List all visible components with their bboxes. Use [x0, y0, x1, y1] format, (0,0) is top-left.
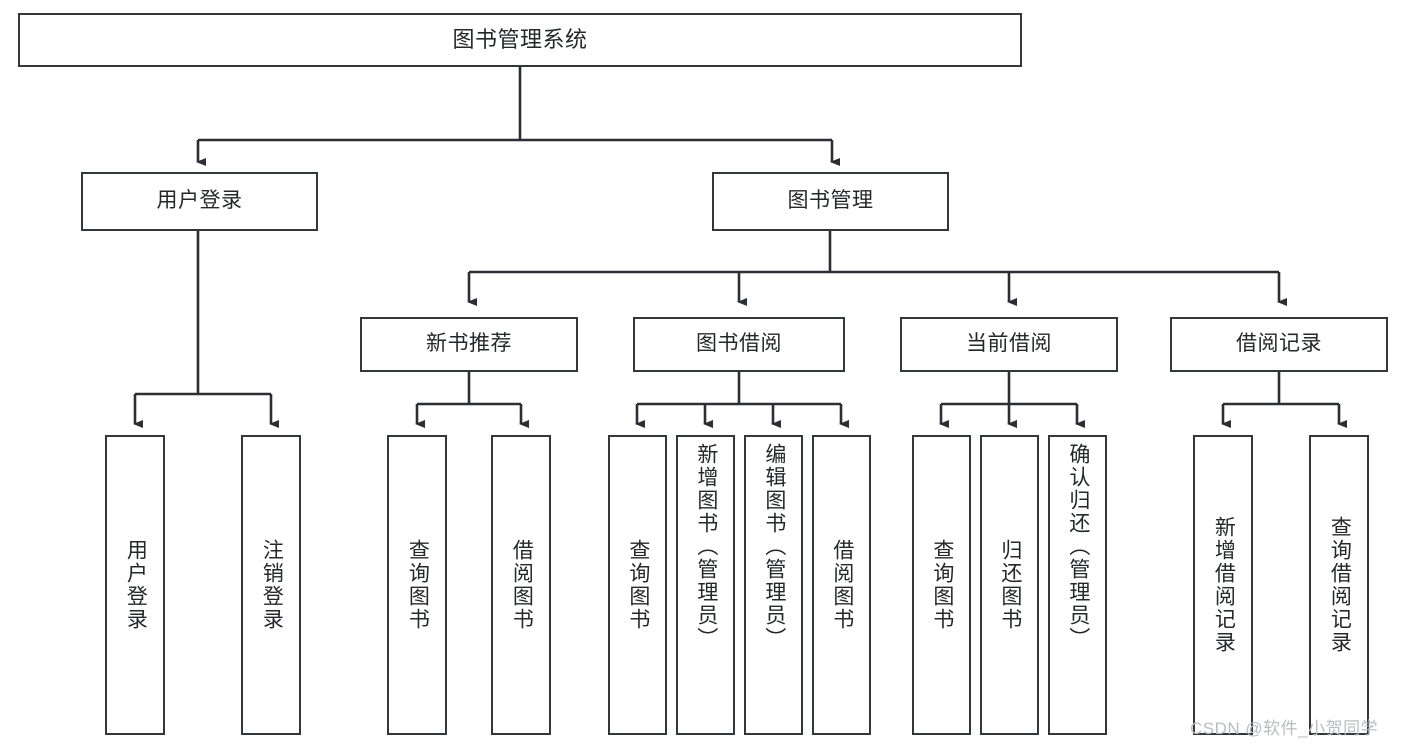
- node-leaf-return-book-label: 归还图书: [998, 539, 1022, 631]
- node-leaf-add-book-label: 新增图书（管理员）: [694, 443, 718, 650]
- node-leaf-return-book[interactable]: 归还图书: [980, 435, 1039, 735]
- node-borrow-record-label: 借阅记录: [1236, 332, 1322, 356]
- node-book-manage-label: 图书管理: [787, 189, 874, 213]
- node-leaf-query-book-3[interactable]: 查询图书: [912, 435, 971, 735]
- node-leaf-query-book-1-label: 查询图书: [406, 539, 430, 631]
- node-leaf-query-record-label: 查询借阅记录: [1328, 516, 1352, 654]
- node-leaf-borrow-book-1-label: 借阅图书: [510, 539, 534, 631]
- node-leaf-add-record[interactable]: 新增借阅记录: [1193, 435, 1253, 735]
- node-user-login-label: 用户登录: [156, 189, 243, 213]
- node-leaf-query-book-2[interactable]: 查询图书: [608, 435, 667, 735]
- node-leaf-user-logout-label: 注销登录: [260, 539, 284, 631]
- node-leaf-query-record[interactable]: 查询借阅记录: [1309, 435, 1369, 735]
- node-leaf-confirm-return[interactable]: 确认归还（管理员）: [1048, 435, 1107, 735]
- node-leaf-query-book-2-label: 查询图书: [626, 539, 650, 631]
- node-leaf-add-book[interactable]: 新增图书（管理员）: [676, 435, 735, 735]
- node-user-login[interactable]: 用户登录: [81, 172, 318, 231]
- node-leaf-borrow-book-2[interactable]: 借阅图书: [812, 435, 871, 735]
- node-leaf-borrow-book-2-label: 借阅图书: [830, 539, 854, 631]
- node-root[interactable]: 图书管理系统: [18, 13, 1022, 67]
- node-leaf-borrow-book-1[interactable]: 借阅图书: [491, 435, 551, 735]
- node-leaf-edit-book-label: 编辑图书（管理员）: [762, 443, 786, 650]
- node-root-label: 图书管理系统: [452, 27, 588, 53]
- node-leaf-edit-book[interactable]: 编辑图书（管理员）: [744, 435, 803, 735]
- node-book-borrow[interactable]: 图书借阅: [633, 317, 845, 372]
- node-borrow-record[interactable]: 借阅记录: [1170, 317, 1388, 372]
- node-current-borrow[interactable]: 当前借阅: [900, 317, 1118, 372]
- node-current-borrow-label: 当前借阅: [966, 332, 1052, 356]
- node-leaf-user-login-label: 用户登录: [124, 539, 148, 631]
- node-leaf-user-logout[interactable]: 注销登录: [241, 435, 301, 735]
- node-book-borrow-label: 图书借阅: [696, 332, 782, 356]
- node-leaf-user-login[interactable]: 用户登录: [105, 435, 165, 735]
- watermark: CSDN @软件_小贺同学: [1190, 719, 1379, 738]
- node-book-manage[interactable]: 图书管理: [712, 172, 949, 231]
- node-leaf-query-book-1[interactable]: 查询图书: [387, 435, 447, 735]
- node-leaf-confirm-return-label: 确认归还（管理员）: [1066, 443, 1090, 650]
- node-new-book-recommend[interactable]: 新书推荐: [360, 317, 578, 372]
- node-new-book-recommend-label: 新书推荐: [426, 332, 512, 356]
- node-leaf-add-record-label: 新增借阅记录: [1212, 516, 1236, 654]
- node-leaf-query-book-3-label: 查询图书: [930, 539, 954, 631]
